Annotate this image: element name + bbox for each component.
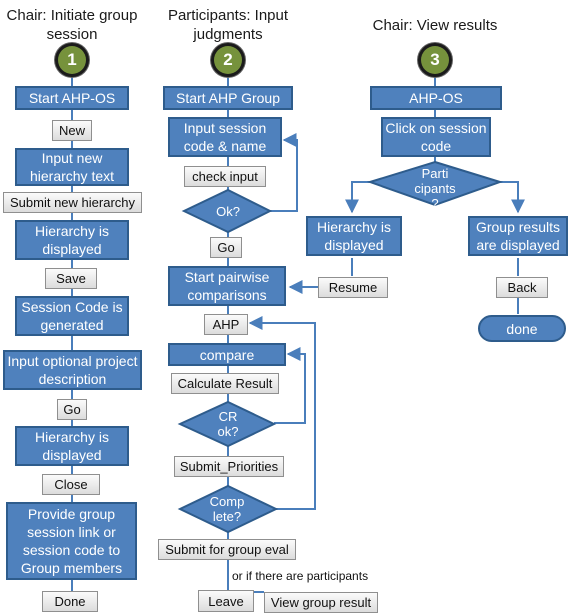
leave-button[interactable]: Leave [198,590,254,612]
back-button[interactable]: Back [496,277,548,298]
ok-decision-label: Ok? [216,204,240,219]
save-button[interactable]: Save [45,268,97,289]
participants-branch [500,181,525,214]
start-ahp-os-step: Start AHP-OS [15,86,129,110]
complete-loop [248,316,316,510]
session-code-step: Session Code is generated [15,296,129,336]
ok-loop [270,133,298,212]
done-terminator: done [478,315,566,342]
hierarchy-displayed-step-3: Hierarchy is displayed [306,216,402,256]
input-description-step: Input optional project description [3,350,142,390]
ahp-button[interactable]: AHP [204,314,248,335]
done-button[interactable]: Done [42,591,98,612]
provide-link-step: Provide group session link or session co… [6,502,137,580]
click-session-code-step: Click on session code [381,117,491,157]
compare-step: compare [168,343,286,366]
no-participants-branch [345,181,370,214]
participants-decision-label: Parti cipants ? [414,166,456,211]
step-number-1: 1 [58,46,86,74]
start-ahp-group-step: Start AHP Group [163,86,293,110]
start-pairwise-step: Start pairwise comparisons [168,266,286,306]
hierarchy-displayed-step: Hierarchy is displayed [15,220,129,260]
new-button[interactable]: New [52,120,92,141]
input-hierarchy-step: Input new hierarchy text [15,148,129,186]
view-group-result-button[interactable]: View group result [264,592,378,613]
hierarchy-displayed-step-2: Hierarchy is displayed [15,426,129,466]
participants-decision-shape [366,160,504,207]
calculate-result-button[interactable]: Calculate Result [171,373,279,394]
complete-decision-label: Comp lete? [209,494,245,524]
close-button[interactable]: Close [42,474,100,495]
go-button-chair[interactable]: Go [57,399,87,420]
cr-decision-shape [177,400,277,448]
step-number-2: 2 [214,46,242,74]
column-1-heading: Chair: Initiate group session [6,7,138,43]
input-session-step: Input session code & name [168,117,282,157]
step-number-3: 3 [421,46,449,74]
cr-decision-label: CR ok? [217,409,239,439]
submit-priorities-button[interactable]: Submit_Priorities [174,456,284,477]
submit-group-eval-button[interactable]: Submit for group eval [158,539,296,560]
submit-new-hierarchy-button[interactable]: Submit new hierarchy [3,192,142,213]
go-button-participant[interactable]: Go [210,237,242,258]
ok-decision-shape [181,188,273,234]
check-input-button[interactable]: check input [184,166,266,187]
group-results-step: Group results are displayed [468,216,568,256]
column-3-heading: Chair: View results [372,17,498,34]
participants-note: or if there are participants [232,569,369,583]
complete-decision-shape [177,484,279,534]
resume-button[interactable]: Resume [318,277,388,298]
cr-loop [274,347,306,424]
column-2-heading: Participants: Input judgments [167,7,289,43]
ahp-os-step: AHP-OS [370,86,502,110]
